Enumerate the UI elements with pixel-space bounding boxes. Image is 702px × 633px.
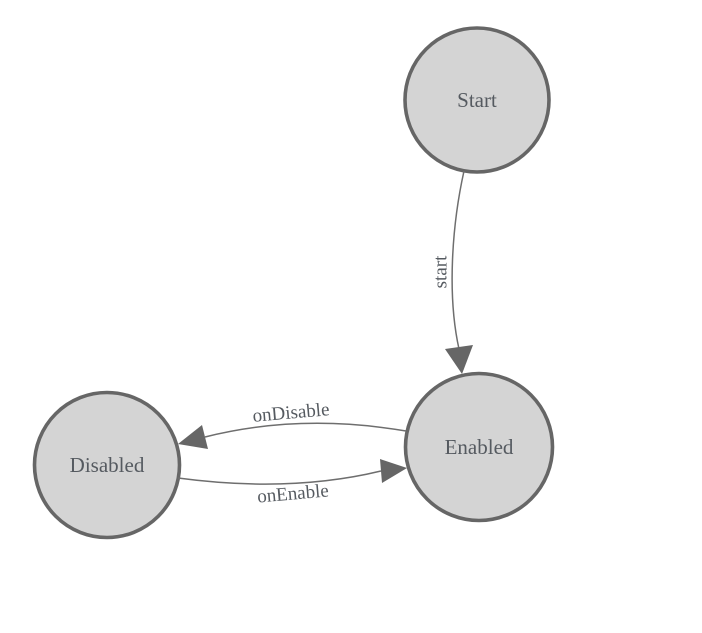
arrowhead-down-icon [445, 345, 473, 374]
transition-disabled-to-enabled[interactable]: onEnable [177, 459, 407, 508]
transition-path [204, 422, 407, 438]
state-circle [403, 26, 551, 174]
transition-path [177, 470, 382, 485]
state-node-enabled[interactable]: Enabled [403, 371, 555, 523]
state-node-start[interactable]: Start [403, 26, 551, 174]
transition-label: start [431, 255, 452, 288]
state-circle [32, 390, 182, 540]
state-label: Enabled [445, 435, 514, 459]
state-label: Disabled [70, 453, 145, 477]
transition-path [451, 170, 465, 350]
arrowhead-left-icon [178, 425, 208, 449]
state-circle [403, 371, 555, 523]
transition-start-to-enabled[interactable]: start [431, 170, 474, 374]
state-node-disabled[interactable]: Disabled [32, 390, 182, 540]
state-label: Start [457, 88, 497, 112]
arrowhead-right-icon [380, 459, 407, 483]
transition-enabled-to-disabled[interactable]: onDisable [178, 399, 407, 449]
